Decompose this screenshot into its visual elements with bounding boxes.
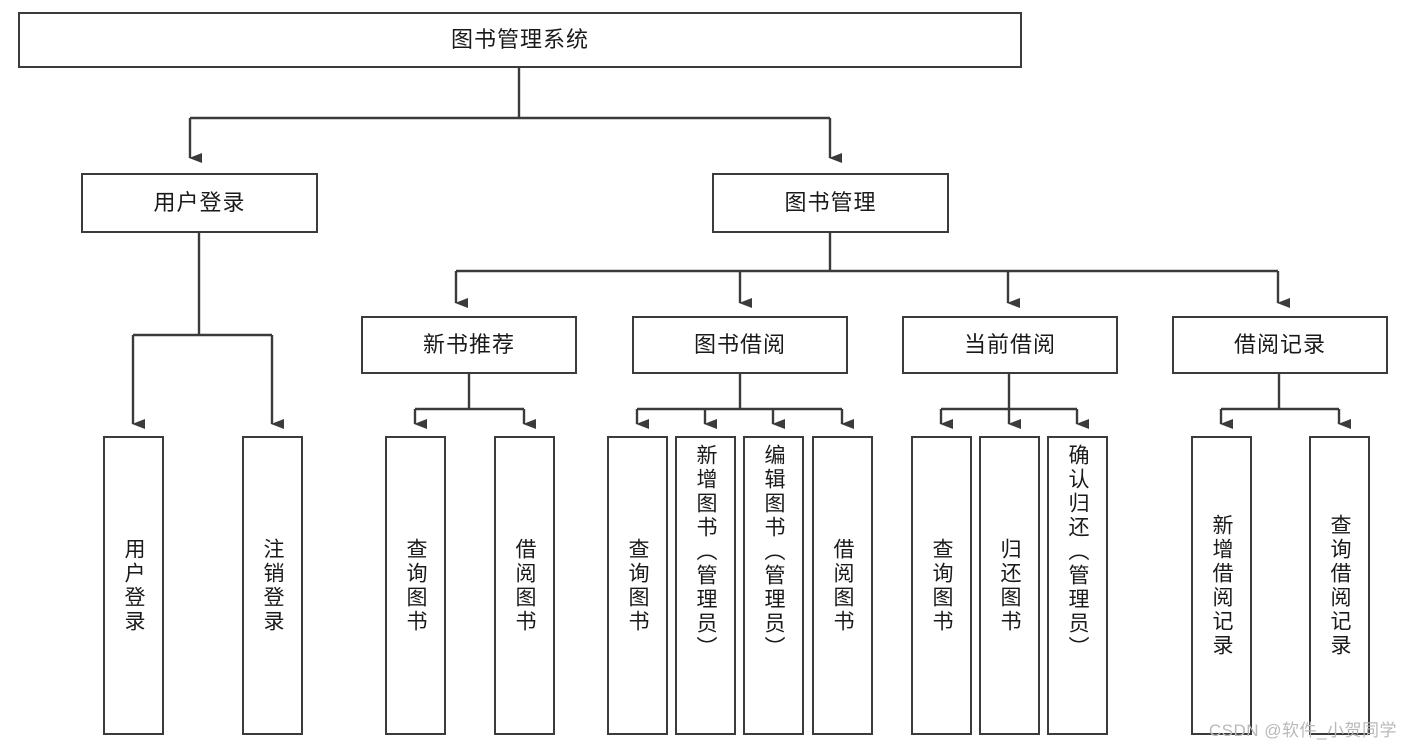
- node-label: 编辑图书（管理员）: [762, 444, 785, 660]
- node-label: 借阅图书: [513, 537, 536, 634]
- leaf-current-borrow-return-book[interactable]: 归还图书: [979, 436, 1040, 735]
- node-label: 用户登录: [122, 537, 145, 634]
- node-label: 新书推荐: [422, 331, 515, 357]
- watermark-text: CSDN @软件_小贺同学: [1208, 721, 1397, 740]
- node-user-login[interactable]: 用户登录: [81, 173, 318, 233]
- node-label: 查询图书: [930, 537, 953, 634]
- node-book-management[interactable]: 图书管理: [712, 173, 949, 233]
- leaf-book-borrow-add-book-admin[interactable]: 新增图书（管理员）: [675, 436, 736, 735]
- leaf-current-borrow-query-book[interactable]: 查询图书: [911, 436, 972, 735]
- node-label: 查询图书: [404, 537, 427, 634]
- leaf-user-login-signout[interactable]: 注销登录: [242, 436, 303, 735]
- node-label: 新增借阅记录: [1210, 513, 1233, 658]
- leaf-user-login-signin[interactable]: 用户登录: [103, 436, 164, 735]
- node-label: 新增图书（管理员）: [694, 444, 717, 660]
- node-label: 注销登录: [261, 537, 284, 634]
- leaf-borrow-record-add-record[interactable]: 新增借阅记录: [1191, 436, 1252, 735]
- node-book-borrow[interactable]: 图书借阅: [632, 316, 848, 374]
- node-label: 用户登录: [153, 189, 246, 215]
- node-current-borrow[interactable]: 当前借阅: [902, 316, 1118, 374]
- node-label: 当前借阅: [963, 331, 1056, 357]
- node-label: 借阅图书: [831, 537, 854, 634]
- leaf-book-borrow-edit-book-admin[interactable]: 编辑图书（管理员）: [743, 436, 804, 735]
- leaf-new-book-query-book[interactable]: 查询图书: [385, 436, 446, 735]
- node-label: 归还图书: [998, 537, 1021, 634]
- leaf-book-borrow-borrow-book[interactable]: 借阅图书: [812, 436, 873, 735]
- node-label: 查询借阅记录: [1328, 513, 1351, 658]
- node-label: 图书借阅: [693, 331, 786, 357]
- node-label: 图书管理: [784, 189, 877, 215]
- node-label: 图书管理系统: [450, 26, 589, 52]
- node-label: 借阅记录: [1233, 331, 1326, 357]
- node-label: 确认归还（管理员）: [1066, 444, 1089, 660]
- node-label: 查询图书: [626, 537, 649, 634]
- leaf-current-borrow-confirm-return-admin[interactable]: 确认归还（管理员）: [1047, 436, 1108, 735]
- leaf-new-book-borrow-book[interactable]: 借阅图书: [494, 436, 555, 735]
- node-root-book-management-system[interactable]: 图书管理系统: [18, 12, 1022, 68]
- leaf-book-borrow-query-book[interactable]: 查询图书: [607, 436, 668, 735]
- node-borrow-record[interactable]: 借阅记录: [1172, 316, 1388, 374]
- leaf-borrow-record-query-record[interactable]: 查询借阅记录: [1309, 436, 1370, 735]
- node-new-book-recommend[interactable]: 新书推荐: [361, 316, 577, 374]
